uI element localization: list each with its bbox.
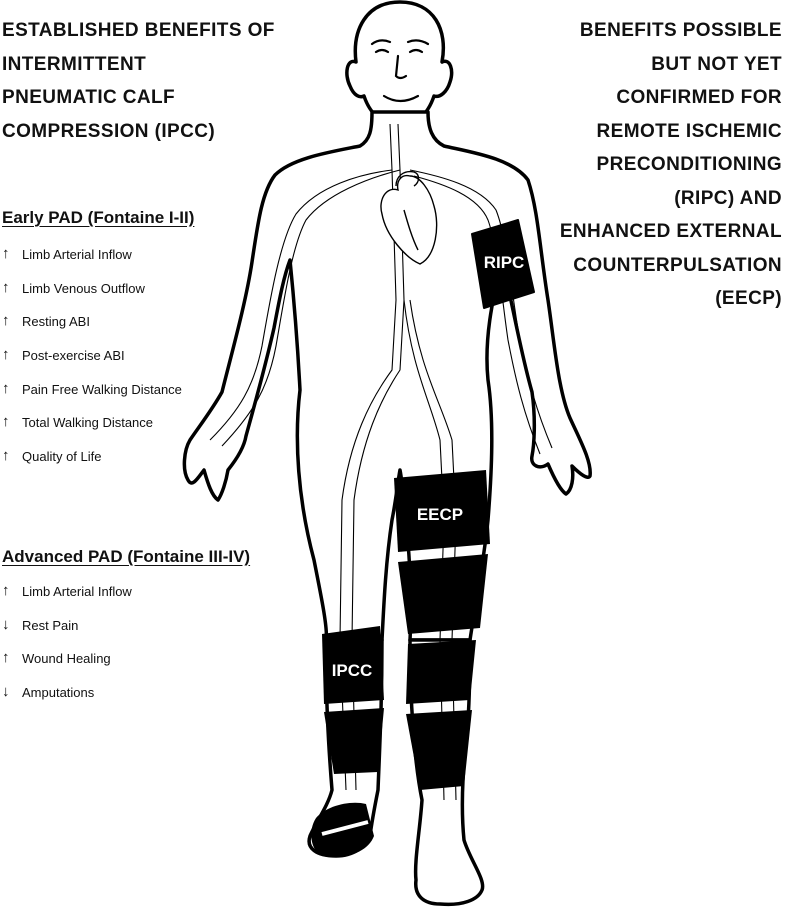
established-benefits-heading: ESTABLISHED BENEFITS OF INTERMITTENT PNE… (2, 14, 322, 148)
benefit-label: Pain Free Walking Distance (22, 381, 182, 397)
advanced-pad-title: Advanced PAD (Fontaine III-IV) (2, 547, 251, 566)
benefit-label: Wound Healing (22, 651, 111, 667)
benefit-label: Quality of Life (22, 449, 102, 465)
benefit-item: ↓ Rest Pain (2, 615, 132, 651)
face (370, 39, 430, 103)
arrow-down-icon: ↓ (2, 615, 10, 633)
benefit-item: ↑ Total Walking Distance (2, 414, 182, 448)
benefit-label: Total Walking Distance (22, 415, 154, 431)
benefit-label: Resting ABI (22, 314, 90, 330)
possible-benefits-heading: BENEFITS POSSIBLE BUT NOT YET CONFIRMED … (532, 14, 782, 316)
arrow-up-icon: ↑ (2, 346, 10, 364)
arrow-up-icon: ↑ (2, 413, 10, 431)
arrow-up-icon: ↑ (2, 447, 10, 465)
arrow-up-icon: ↑ (2, 582, 10, 599)
heading-line: BENEFITS POSSIBLE (579, 20, 782, 41)
eecp-label: EECP (417, 505, 463, 524)
arrow-up-icon: ↑ (2, 379, 10, 397)
arrow-up-icon: ↑ (2, 278, 10, 296)
benefit-item: ↑ Pain Free Walking Distance (2, 379, 182, 415)
benefit-item: ↑ Quality of Life (2, 448, 182, 482)
benefit-label: Limb Arterial Inflow (22, 584, 132, 599)
arrow-up-icon: ↑ (2, 312, 10, 330)
eecp-cuffs: EECP (394, 470, 490, 790)
heading-line: COUNTERPULSATION (573, 254, 782, 276)
benefit-label: Amputations (22, 685, 95, 701)
heart (380, 170, 438, 265)
heading-line: COMPRESSION (IPCC) (2, 120, 216, 142)
heading-line: INTERMITTENT (2, 53, 147, 75)
heading-line: ESTABLISHED BENEFITS OF (2, 20, 275, 41)
benefit-item: ↓ Amputations (2, 684, 132, 718)
heading-line: PNEUMATIC CALF (2, 87, 176, 108)
ripc-label: RIPC (484, 253, 525, 272)
benefit-label: Limb Arterial Inflow (22, 247, 132, 262)
early-pad-benefits: ↑ Limb Arterial Inflow ↑ Limb Venous Outflo… (2, 246, 182, 482)
benefit-item: ↑ Resting ABI (2, 313, 182, 347)
arrow-up-icon: ↑ (2, 649, 10, 667)
heading-line: (EECP) (715, 288, 782, 309)
heading-line: (RIPC) AND (674, 187, 782, 209)
heading-line: BUT NOT YET (651, 53, 782, 75)
arrow-down-icon: ↓ (2, 683, 10, 701)
benefit-item: ↑ Limb Arterial Inflow (2, 246, 182, 280)
ipcc-label: IPCC (332, 661, 373, 680)
advanced-pad-benefits: ↑ Limb Arterial Inflow ↓ Rest Pain ↑ Wound He… (2, 583, 132, 718)
benefit-label: Post-exercise ABI (22, 348, 125, 364)
heading-line: CONFIRMED FOR (616, 87, 782, 108)
heading-line: ENHANCED EXTERNAL (559, 221, 782, 242)
ipcc-cuffs: IPCC (311, 626, 384, 858)
heading-line: REMOTE ISCHEMIC (596, 120, 782, 142)
benefit-item: ↑ Post-exercise ABI (2, 347, 182, 381)
benefit-item: ↑ Limb Arterial Inflow (2, 583, 132, 617)
benefit-label: Limb Venous Outflow (22, 280, 145, 296)
benefit-label: Rest Pain (22, 617, 79, 633)
benefit-item: ↑ Wound Healing (2, 650, 132, 684)
benefit-item: ↑ Limb Venous Outflow (2, 278, 182, 314)
early-pad-title: Early PAD (Fontaine I-II) (2, 208, 195, 227)
ripc-cuff: RIPC (471, 219, 535, 309)
heading-line: PRECONDITIONING (596, 154, 782, 175)
arrow-up-icon: ↑ (2, 245, 10, 262)
